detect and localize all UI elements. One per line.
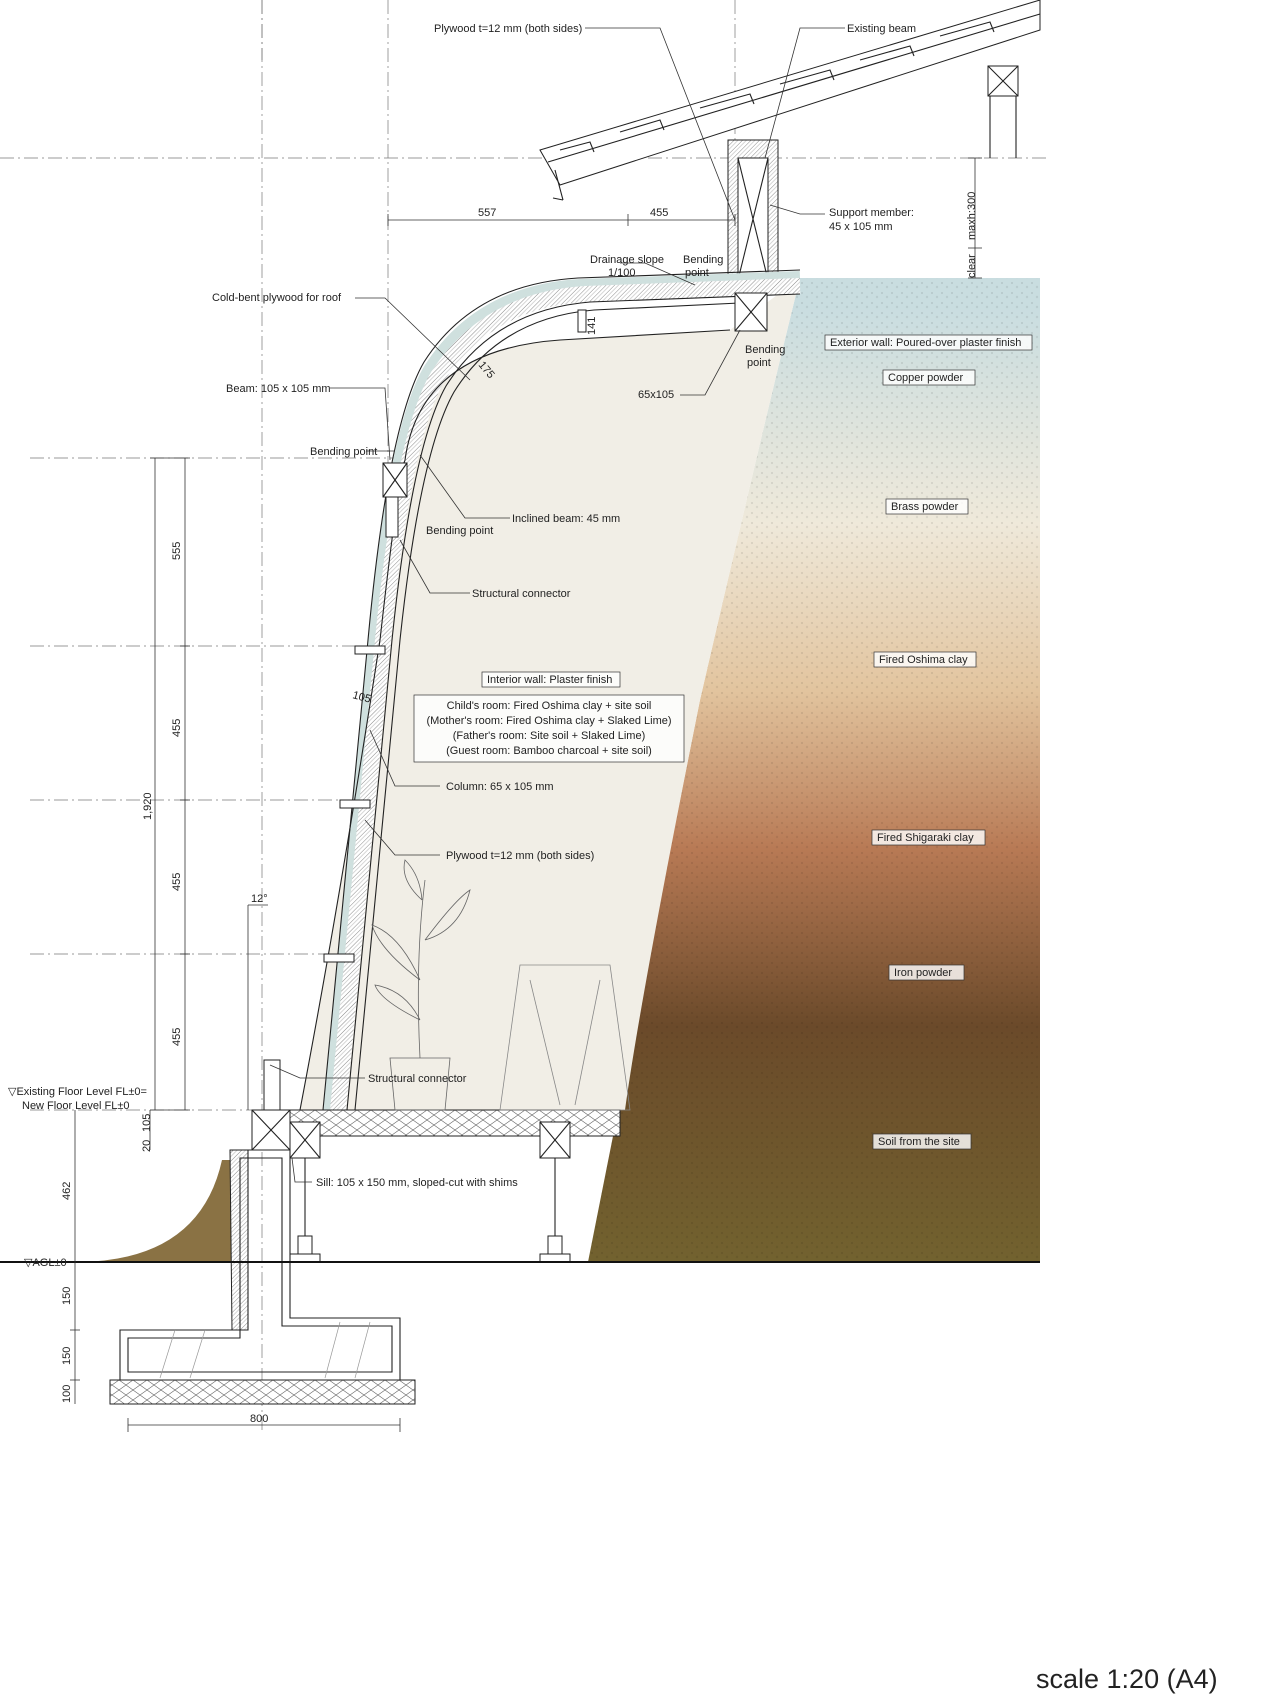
interior-plaster	[300, 278, 800, 1110]
label-support-member-1: Support member:	[829, 207, 914, 219]
roof-tiles	[539, 0, 1041, 201]
label-existing-floor-2: New Floor Level FL±0	[22, 1100, 130, 1112]
label-angle: 12°	[251, 893, 268, 905]
furniture-sketch	[499, 964, 631, 1111]
dimension-lines	[70, 157, 982, 1432]
label-structural-connector-upper: Structural connector	[472, 588, 571, 600]
interior-box-line-3: (Father's room: Site soil + Slaked Lime)	[453, 730, 646, 742]
label-bending-mid-2: point	[747, 357, 771, 369]
interior-box-title: Interior wall: Plaster finish	[487, 674, 612, 686]
scale-note: scale 1:20 (A4)	[1036, 1664, 1218, 1694]
label-drainage-1: Drainage slope	[590, 254, 664, 266]
label-sill: Sill: 105 x 150 mm, sloped-cut with shim…	[316, 1177, 518, 1189]
label-plywood-top: Plywood t=12 mm (both sides)	[434, 23, 582, 35]
wall-assembly	[299, 269, 801, 1111]
leader-lines	[269, 27, 845, 1183]
annotation-labels: Plywood t=12 mm (both sides) Existing be…	[8, 23, 978, 1269]
label-column: Column: 65 x 105 mm	[446, 781, 554, 793]
dim-455-b: 455	[171, 873, 183, 891]
layer-label-1: Copper powder	[888, 372, 964, 384]
plant-sketch	[371, 859, 471, 1111]
dim-455-c: 455	[171, 1028, 183, 1046]
label-65x105: 65x105	[638, 389, 674, 401]
dim-455-top: 455	[650, 207, 668, 219]
label-cold-bent: Cold-bent plywood for roof	[212, 292, 342, 304]
label-inclined-beam: Inclined beam: 45 mm	[512, 513, 620, 525]
interior-box-line-1: Child's room: Fired Oshima clay + site s…	[447, 700, 652, 712]
label-maxh: maxh:300	[966, 192, 978, 240]
label-existing-floor-1: ▽Existing Floor Level FL±0=	[8, 1086, 147, 1098]
dim-100: 100	[61, 1385, 73, 1403]
dim-462: 462	[61, 1182, 73, 1200]
dim-557: 557	[478, 207, 496, 219]
exterior-layer-labels: Exterior wall: Poured-over plaster finis…	[824, 334, 1033, 1150]
blocking-marks	[323, 309, 587, 963]
label-bending-left: Bending point	[310, 446, 377, 458]
dim-141: 141	[586, 317, 598, 335]
dim-1920: 1,920	[142, 792, 154, 820]
interior-wall-box: Interior wall: Plaster finish Child's ro…	[413, 671, 685, 763]
label-bending-top-2: point	[685, 267, 709, 279]
layer-label-6: Soil from the site	[878, 1136, 960, 1148]
label-drainage-2: 1/100	[608, 267, 636, 279]
dim-150-b: 150	[61, 1347, 73, 1365]
interior-box-line-2: (Mother's room: Fired Oshima clay + Slak…	[426, 715, 671, 727]
label-bending-mid-1: Bending	[745, 344, 785, 356]
existing-beam-box	[987, 65, 1019, 97]
label-structural-connector-lower: Structural connector	[368, 1073, 467, 1085]
dim-105: 105	[351, 689, 372, 705]
dim-20: 20	[141, 1140, 153, 1152]
label-plywood-wall: Plywood t=12 mm (both sides)	[446, 850, 594, 862]
label-clear: clear	[966, 254, 978, 278]
layer-label-3: Fired Oshima clay	[879, 654, 968, 666]
dim-800: 800	[250, 1413, 268, 1425]
dim-555: 555	[171, 542, 183, 560]
label-bending-inner: Bending point	[426, 525, 493, 537]
layer-label-5: Iron powder	[894, 967, 952, 979]
dim-105-v: 105	[141, 1114, 153, 1132]
layer-label-0: Exterior wall: Poured-over plaster finis…	[830, 337, 1021, 349]
layer-label-4: Fired Shigaraki clay	[877, 832, 974, 844]
dim-150-a: 150	[61, 1287, 73, 1305]
layer-label-2: Brass powder	[891, 501, 959, 513]
interior-box-line-4: (Guest room: Bamboo charcoal + site soil…	[446, 745, 652, 757]
foundation	[0, 1149, 1040, 1405]
dim-455-a: 455	[171, 719, 183, 737]
label-beam: Beam: 105 x 105 mm	[226, 383, 331, 395]
label-existing-beam: Existing beam	[847, 23, 916, 35]
label-bending-top-1: Bending	[683, 254, 723, 266]
label-support-member-2: 45 x 105 mm	[829, 221, 893, 233]
label-agl: ▽AGL±0	[24, 1257, 67, 1269]
